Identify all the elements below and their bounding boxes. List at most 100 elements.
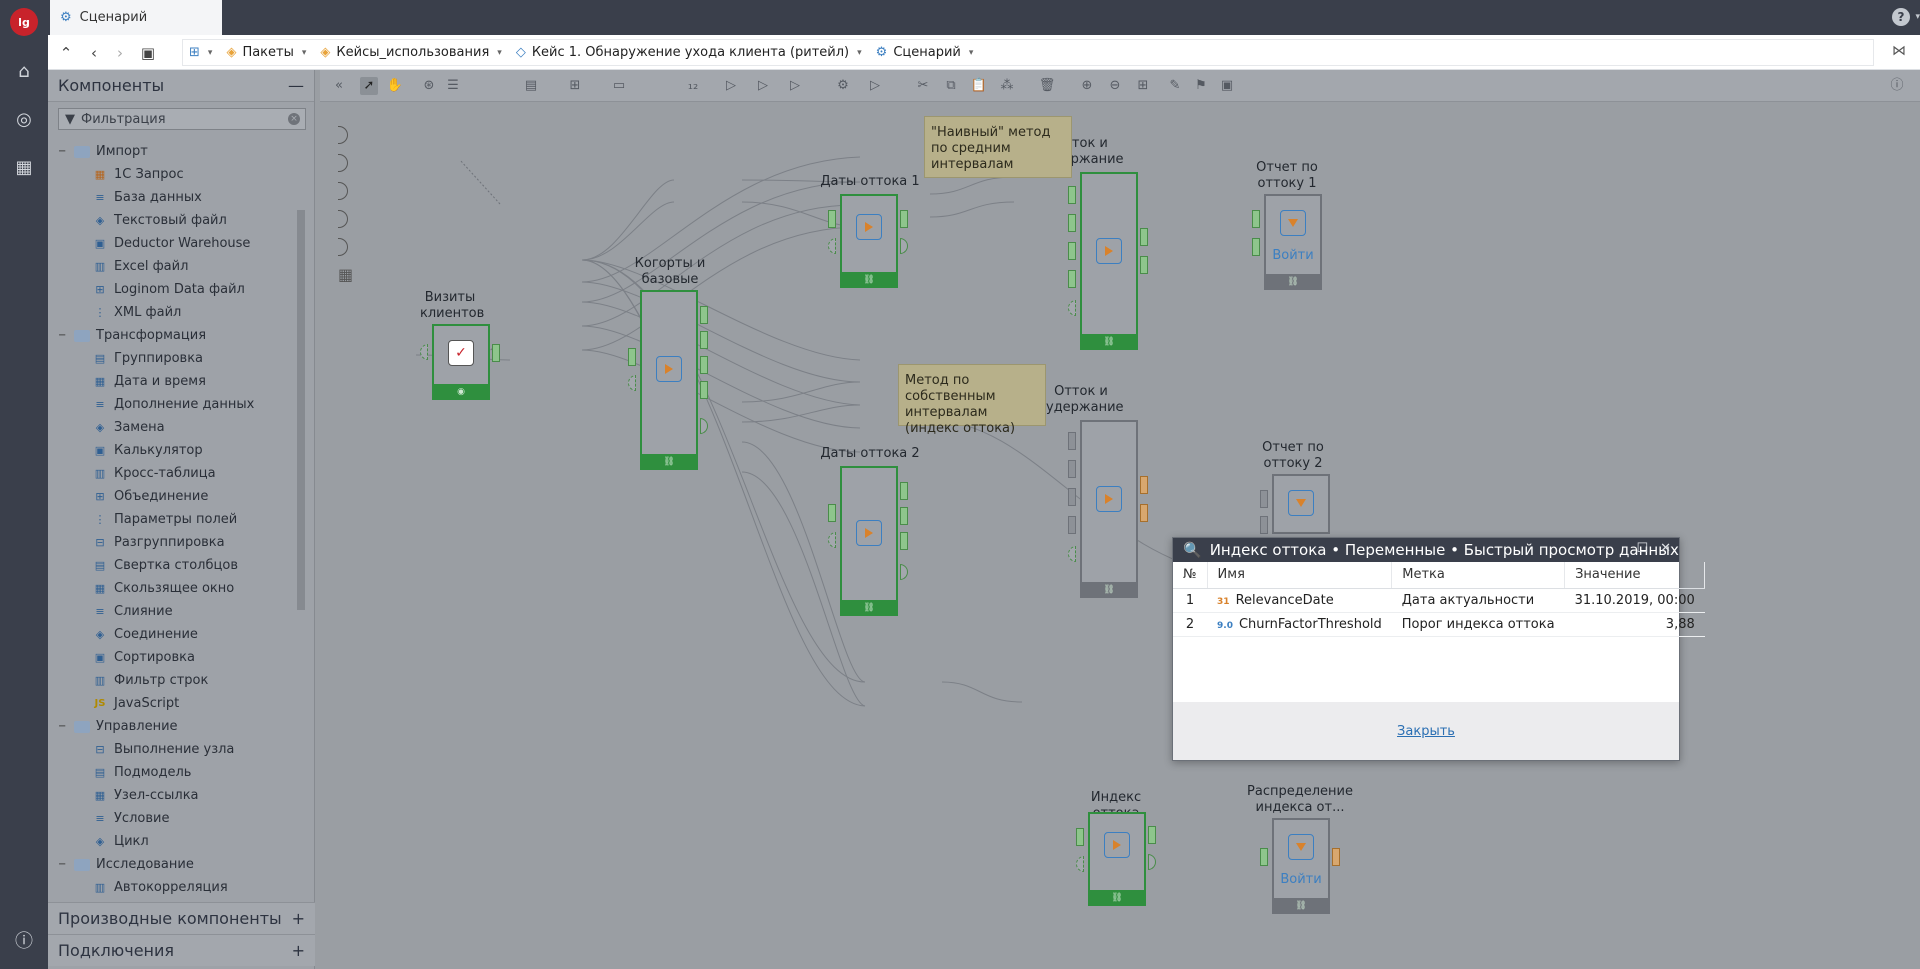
- plus-icon[interactable]: +: [291, 909, 305, 928]
- tree-item[interactable]: ▣Сортировка: [52, 646, 292, 669]
- breadcrumb-packages[interactable]: ◈Пакеты▾: [226, 45, 306, 60]
- tree-item[interactable]: ◈Текстовый файл: [52, 209, 292, 232]
- tree-item[interactable]: ▥Кросс-таблица: [52, 462, 292, 485]
- compass-icon[interactable]: ◎: [16, 109, 32, 130]
- step-icon[interactable]: ▷: [758, 78, 768, 93]
- tree-item[interactable]: ≡Дополнение данных: [52, 393, 292, 416]
- column-header[interactable]: Метка: [1391, 562, 1566, 589]
- loginom-logo[interactable]: lg: [10, 8, 38, 36]
- input-port[interactable]: [1068, 432, 1076, 450]
- collapse-icon[interactable]: −: [58, 859, 67, 870]
- input-port[interactable]: [1076, 828, 1084, 846]
- tree-item[interactable]: ⊟Разгруппировка: [52, 531, 292, 554]
- tree-item[interactable]: ⋮XML файл: [52, 301, 292, 324]
- output-port[interactable]: [900, 532, 908, 550]
- tree-item[interactable]: ▣Deductor Warehouse: [52, 232, 292, 255]
- hand-icon[interactable]: ✋: [386, 78, 404, 93]
- workflow-canvas[interactable]: ▦ Визиты клиентов ✓ ◉ Когорты и базовые …: [320, 102, 1920, 969]
- derived-components-header[interactable]: Производные компоненты +: [48, 902, 315, 934]
- tree-folder[interactable]: −Импорт: [52, 140, 292, 163]
- unlink-icon[interactable]: ⊖: [1109, 78, 1121, 93]
- tree-item[interactable]: ⋮Параметры полей: [52, 508, 292, 531]
- input-port[interactable]: [628, 348, 636, 366]
- numbering-icon[interactable]: ₁₂: [687, 78, 699, 93]
- packages-icon[interactable]: ⌂: [18, 61, 30, 82]
- node-cohorts[interactable]: ⛓: [640, 290, 698, 470]
- tree-item[interactable]: ▦1С Запрос: [52, 163, 292, 186]
- output-port[interactable]: [900, 210, 908, 228]
- node-distribution[interactable]: Войти ⛓: [1272, 818, 1330, 914]
- collapse-icon[interactable]: −: [58, 721, 67, 732]
- run-icon[interactable]: ▷: [726, 78, 736, 93]
- filter-input[interactable]: ▼ Фильтрация ×: [58, 108, 306, 130]
- tree-item[interactable]: ▦Скользящее окно: [52, 577, 292, 600]
- node-churn-1[interactable]: ⛓: [1080, 172, 1138, 350]
- reset-icon[interactable]: ▷: [790, 78, 800, 93]
- output-port[interactable]: [700, 331, 708, 349]
- input-port[interactable]: [1252, 210, 1260, 228]
- input-port[interactable]: [1260, 516, 1268, 534]
- maximize-icon[interactable]: ☐: [1636, 541, 1649, 556]
- copy-icon[interactable]: ⧉: [946, 78, 956, 93]
- tab-scenario[interactable]: ⚙ Сценарий: [50, 0, 222, 35]
- info-icon[interactable]: ⓘ: [1890, 78, 1904, 93]
- input-port[interactable]: [1260, 848, 1268, 866]
- tree-item[interactable]: ▦Узел-ссылка: [52, 784, 292, 807]
- output-port[interactable]: [1140, 504, 1148, 522]
- output-port[interactable]: [900, 507, 908, 525]
- input-port[interactable]: [1068, 516, 1076, 534]
- input-port[interactable]: [1068, 270, 1076, 288]
- node-dates-1[interactable]: ⛓: [840, 194, 898, 288]
- input-port[interactable]: [1068, 460, 1076, 478]
- collapse-icon[interactable]: −: [58, 330, 67, 341]
- breadcrumb-root[interactable]: ⊞▾: [189, 45, 212, 60]
- tree-item[interactable]: ⊟Выполнение узла: [52, 738, 292, 761]
- forward-icon[interactable]: ›: [117, 44, 123, 62]
- tree-folder[interactable]: −Исследование: [52, 853, 292, 876]
- share-icon[interactable]: ⋈: [1892, 43, 1906, 59]
- delete-icon[interactable]: 🗑: [1038, 78, 1056, 93]
- output-port[interactable]: [700, 381, 708, 399]
- tree-folder[interactable]: −Управление: [52, 715, 292, 738]
- input-port[interactable]: [1068, 488, 1076, 506]
- input-port[interactable]: [828, 210, 836, 228]
- grid-icon[interactable]: ▦: [338, 265, 354, 284]
- export-icon[interactable]: ▣: [1220, 78, 1234, 93]
- help-icon[interactable]: ?: [1892, 8, 1910, 26]
- node-churn-index[interactable]: ⛓: [1088, 812, 1146, 906]
- layout-icon[interactable]: ⊞: [569, 78, 581, 93]
- tree-item[interactable]: ⊞Объединение: [52, 485, 292, 508]
- tree-item[interactable]: ▣Калькулятор: [52, 439, 292, 462]
- node-report-2[interactable]: [1272, 474, 1330, 534]
- paste-icon[interactable]: 📋: [970, 78, 988, 93]
- node-visits[interactable]: ✓ ◉: [432, 324, 490, 400]
- output-port[interactable]: [700, 356, 708, 374]
- pin-icon[interactable]: ✎: [1169, 78, 1181, 93]
- up-icon[interactable]: ⌃: [59, 44, 73, 62]
- list-icon[interactable]: ☰: [447, 78, 459, 93]
- wizard-icon[interactable]: ▷: [870, 78, 880, 93]
- dialog-header[interactable]: 🔍 Индекс оттока • Переменные • Быстрый п…: [1173, 538, 1679, 562]
- table-icon[interactable]: ▦: [15, 157, 33, 178]
- collapse-panel-icon[interactable]: «: [335, 78, 343, 93]
- tree-item[interactable]: ≡База данных: [52, 186, 292, 209]
- tree-item[interactable]: ≡Слияние: [52, 600, 292, 623]
- input-port[interactable]: [1068, 214, 1076, 232]
- input-port[interactable]: [1252, 238, 1260, 256]
- output-port[interactable]: [1140, 256, 1148, 274]
- node-dates-2[interactable]: ⛓: [840, 466, 898, 616]
- tree-item[interactable]: ▤Свертка столбцов: [52, 554, 292, 577]
- input-port[interactable]: [1260, 490, 1268, 508]
- node-churn-2[interactable]: ⛓: [1080, 420, 1138, 598]
- chevron-down-icon[interactable]: ▾: [1915, 12, 1920, 22]
- copy-node-icon[interactable]: ▭: [612, 78, 626, 93]
- tree-item[interactable]: ▥Фильтр строк: [52, 669, 292, 692]
- graph-icon[interactable]: ⊛: [423, 78, 435, 93]
- collapse-icon[interactable]: −: [58, 146, 67, 157]
- input-port[interactable]: [1068, 186, 1076, 204]
- tree-item[interactable]: ≡Условие: [52, 807, 292, 830]
- tree-item[interactable]: ◈Соединение: [52, 623, 292, 646]
